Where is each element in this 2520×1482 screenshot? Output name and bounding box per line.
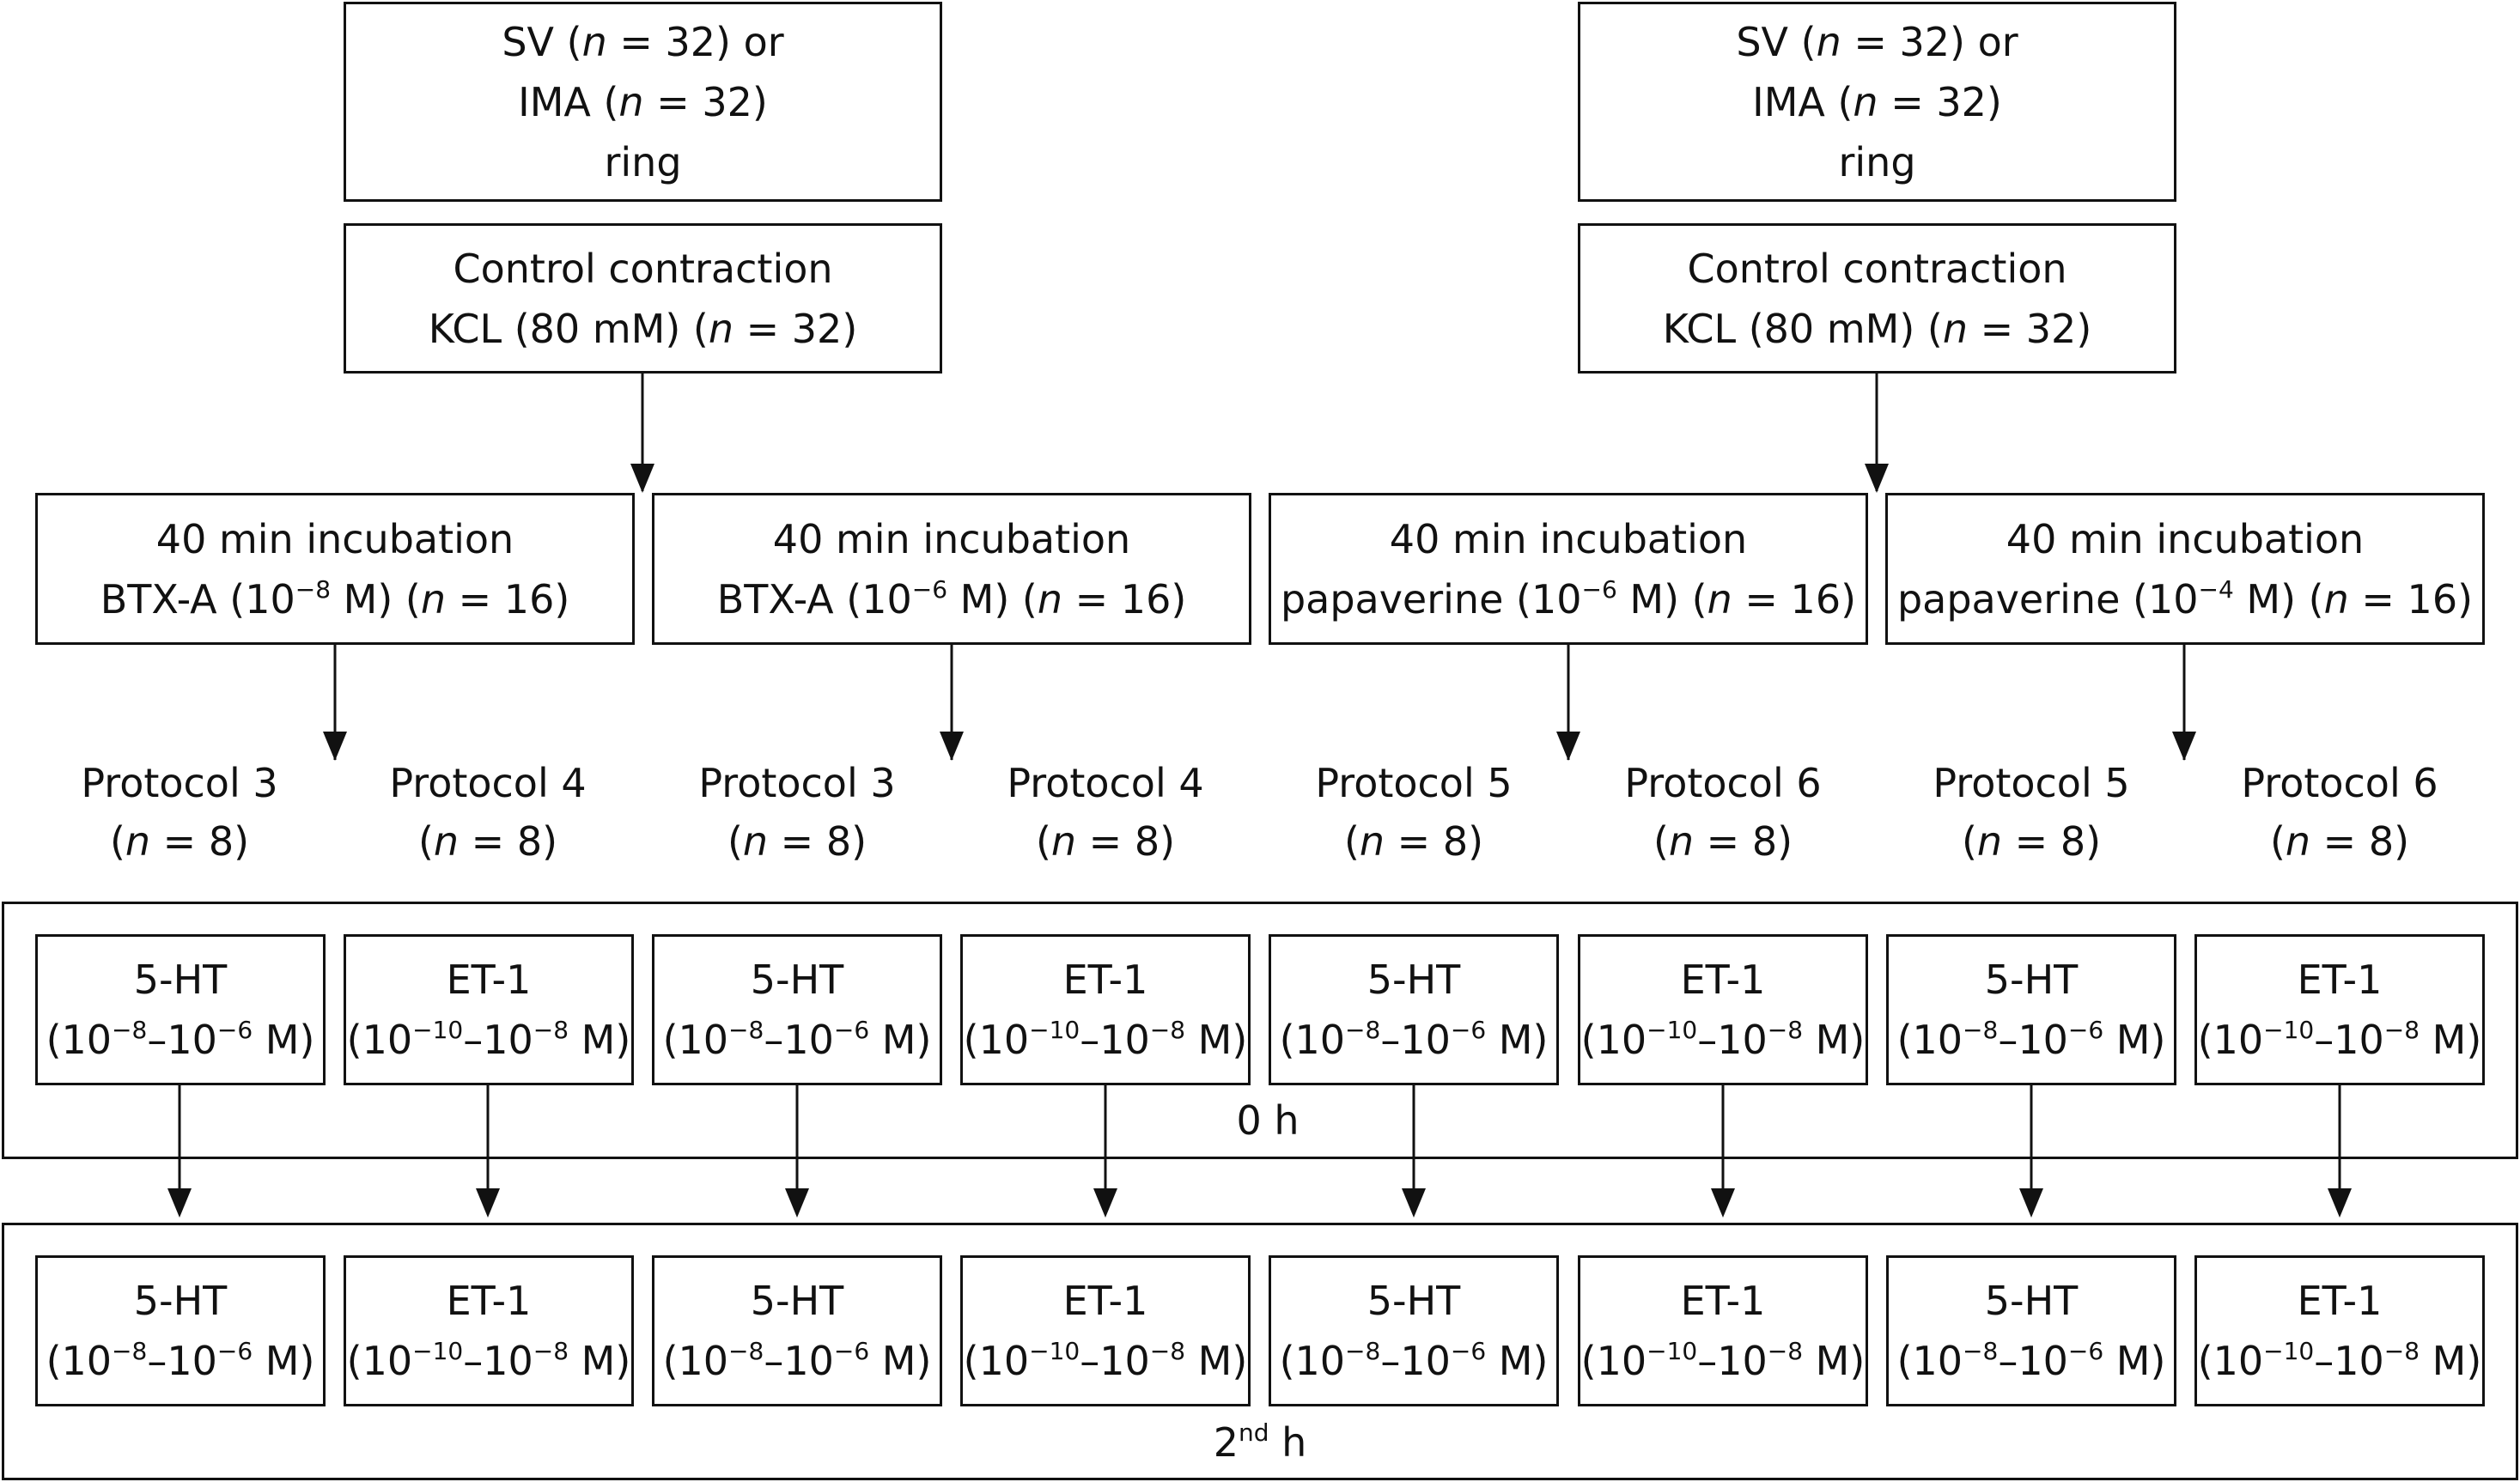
incubation-box-4: 40 min incubation papaverine (10−4 M) (n… (1885, 493, 2485, 645)
protocol-label-8: Protocol 6 (n = 8) (2241, 760, 2438, 865)
arrowhead-incubation-3 (1556, 732, 1580, 761)
agonist-2h-4: ET-1 (10−10–10−8 M) (960, 1255, 1251, 1406)
agonist-2h-6: ET-1 (10−10–10−8 M) (1578, 1255, 1868, 1406)
arrowhead-control-right (1865, 464, 1889, 493)
arrowhead-control-left (630, 464, 654, 493)
agonist-0h-3: 5-HT (10−8–10−6 M) (652, 934, 942, 1085)
control-box-left: Control contraction KCL (80 mM) (n = 32) (344, 223, 942, 374)
agonist-2h-5: 5-HT (10−8–10−6 M) (1269, 1255, 1559, 1406)
protocol-label-7: Protocol 5 (n = 8) (1933, 760, 2130, 865)
agonist-0h-4: ET-1 (10−10–10−8 M) (960, 934, 1251, 1085)
control-box-right: Control contraction KCL (80 mM) (n = 32) (1578, 223, 2176, 374)
incubation-box-1: 40 min incubation BTX-A (10−8 M) (n = 16… (35, 493, 635, 645)
agonist-0h-2: ET-1 (10−10–10−8 M) (344, 934, 634, 1085)
protocol-label-1: Protocol 3 (n = 8) (81, 760, 278, 865)
time-label-2h: 2nd h (1213, 1418, 1307, 1466)
agonist-0h-6: ET-1 (10−10–10−8 M) (1578, 934, 1868, 1085)
protocol-label-5: Protocol 5 (n = 8) (1315, 760, 1513, 865)
group-2h (2, 1223, 2518, 1480)
agonist-2h-1: 5-HT (10−8–10−6 M) (35, 1255, 326, 1406)
time-label-0h: 0 h (1236, 1097, 1300, 1144)
protocol-label-4: Protocol 4 (n = 8) (1007, 760, 1204, 865)
specimen-box-left: SV (n = 32) or IMA (n = 32) ring (344, 2, 942, 202)
protocol-label-3: Protocol 3 (n = 8) (698, 760, 896, 865)
agonist-0h-8: ET-1 (10−10–10−8 M) (2194, 934, 2485, 1085)
arrowhead-incubation-1 (323, 732, 347, 761)
protocol-label-6: Protocol 6 (n = 8) (1624, 760, 1822, 865)
specimen-box-right: SV (n = 32) or IMA (n = 32) ring (1578, 2, 2176, 202)
agonist-2h-3: 5-HT (10−8–10−6 M) (652, 1255, 942, 1406)
incubation-box-3: 40 min incubation papaverine (10−6 M) (n… (1269, 493, 1868, 645)
agonist-0h-7: 5-HT (10−8–10−6 M) (1886, 934, 2176, 1085)
agonist-0h-5: 5-HT (10−8–10−6 M) (1269, 934, 1559, 1085)
incubation-box-2: 40 min incubation BTX-A (10−6 M) (n = 16… (652, 493, 1251, 645)
arrowhead-incubation-2 (940, 732, 964, 761)
agonist-0h-1: 5-HT (10−8–10−6 M) (35, 934, 326, 1085)
group-0h (2, 902, 2518, 1159)
protocol-label-2: Protocol 4 (n = 8) (389, 760, 587, 865)
agonist-2h-8: ET-1 (10−10–10−8 M) (2194, 1255, 2485, 1406)
agonist-2h-7: 5-HT (10−8–10−6 M) (1886, 1255, 2176, 1406)
agonist-2h-2: ET-1 (10−10–10−8 M) (344, 1255, 634, 1406)
arrowhead-incubation-4 (2172, 732, 2196, 761)
